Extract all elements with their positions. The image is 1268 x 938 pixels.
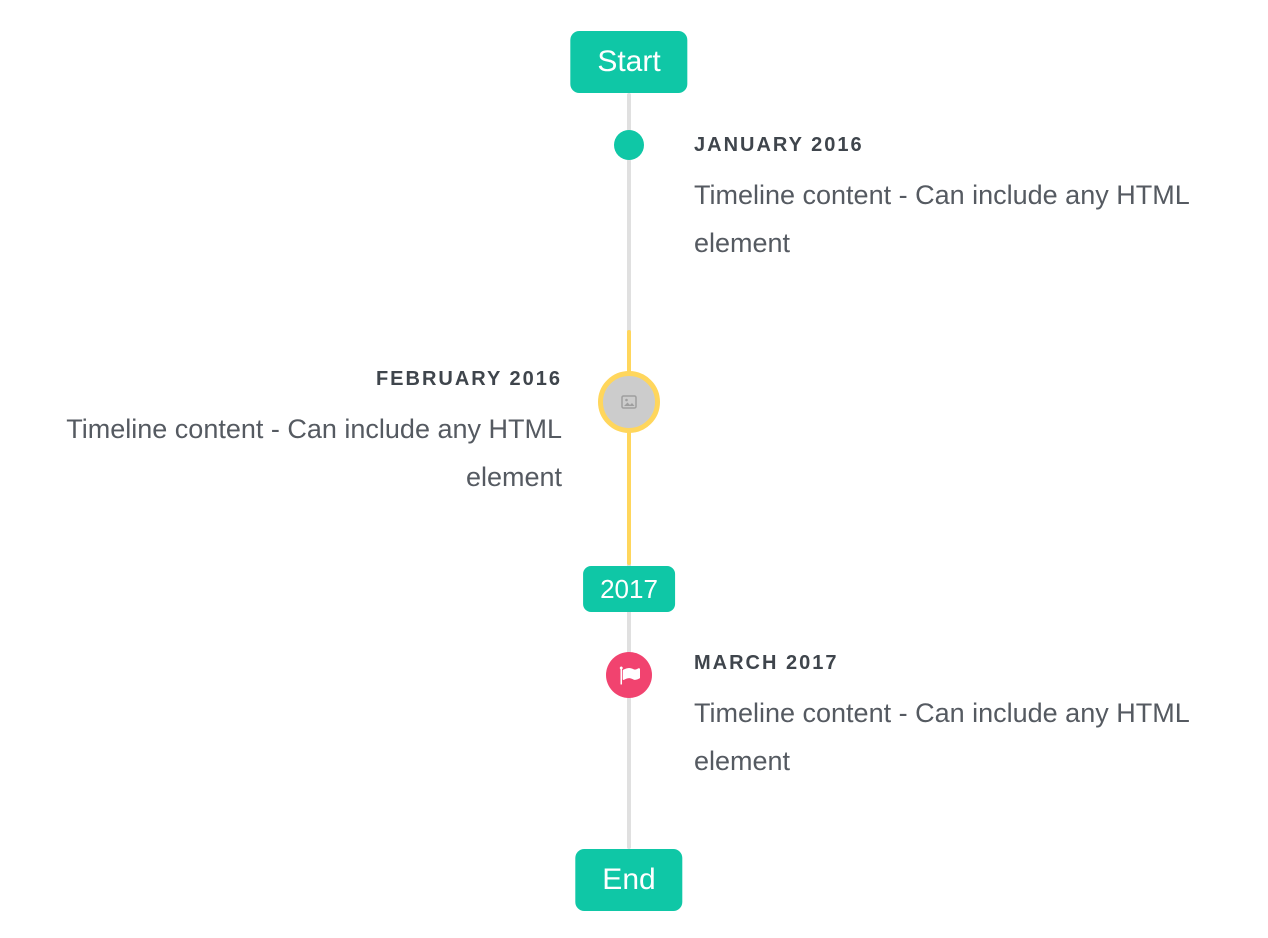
flag-marker	[606, 652, 652, 698]
broken-image-icon	[621, 395, 637, 409]
timeline-end-badge: End	[575, 849, 683, 911]
flag-icon	[619, 666, 640, 684]
teal-dot-marker	[614, 130, 644, 160]
image-placeholder-marker	[598, 371, 660, 433]
item-title-january-2016: JANUARY 2016	[694, 134, 864, 156]
item-title-march-2017: MARCH 2017	[694, 652, 839, 674]
item-content-february-2016: Timeline content - Can include any HTML …	[66, 414, 562, 492]
timeline-year-badge: 2017	[583, 566, 675, 612]
timeline-line-highlight	[627, 330, 631, 565]
item-content-january-2016: Timeline content - Can include any HTML …	[694, 180, 1189, 258]
item-title-february-2016: FEBRUARY 2016	[375, 368, 562, 390]
item-content-march-2017: Timeline content - Can include any HTML …	[694, 698, 1189, 776]
timeline-start-badge: Start	[570, 31, 688, 93]
